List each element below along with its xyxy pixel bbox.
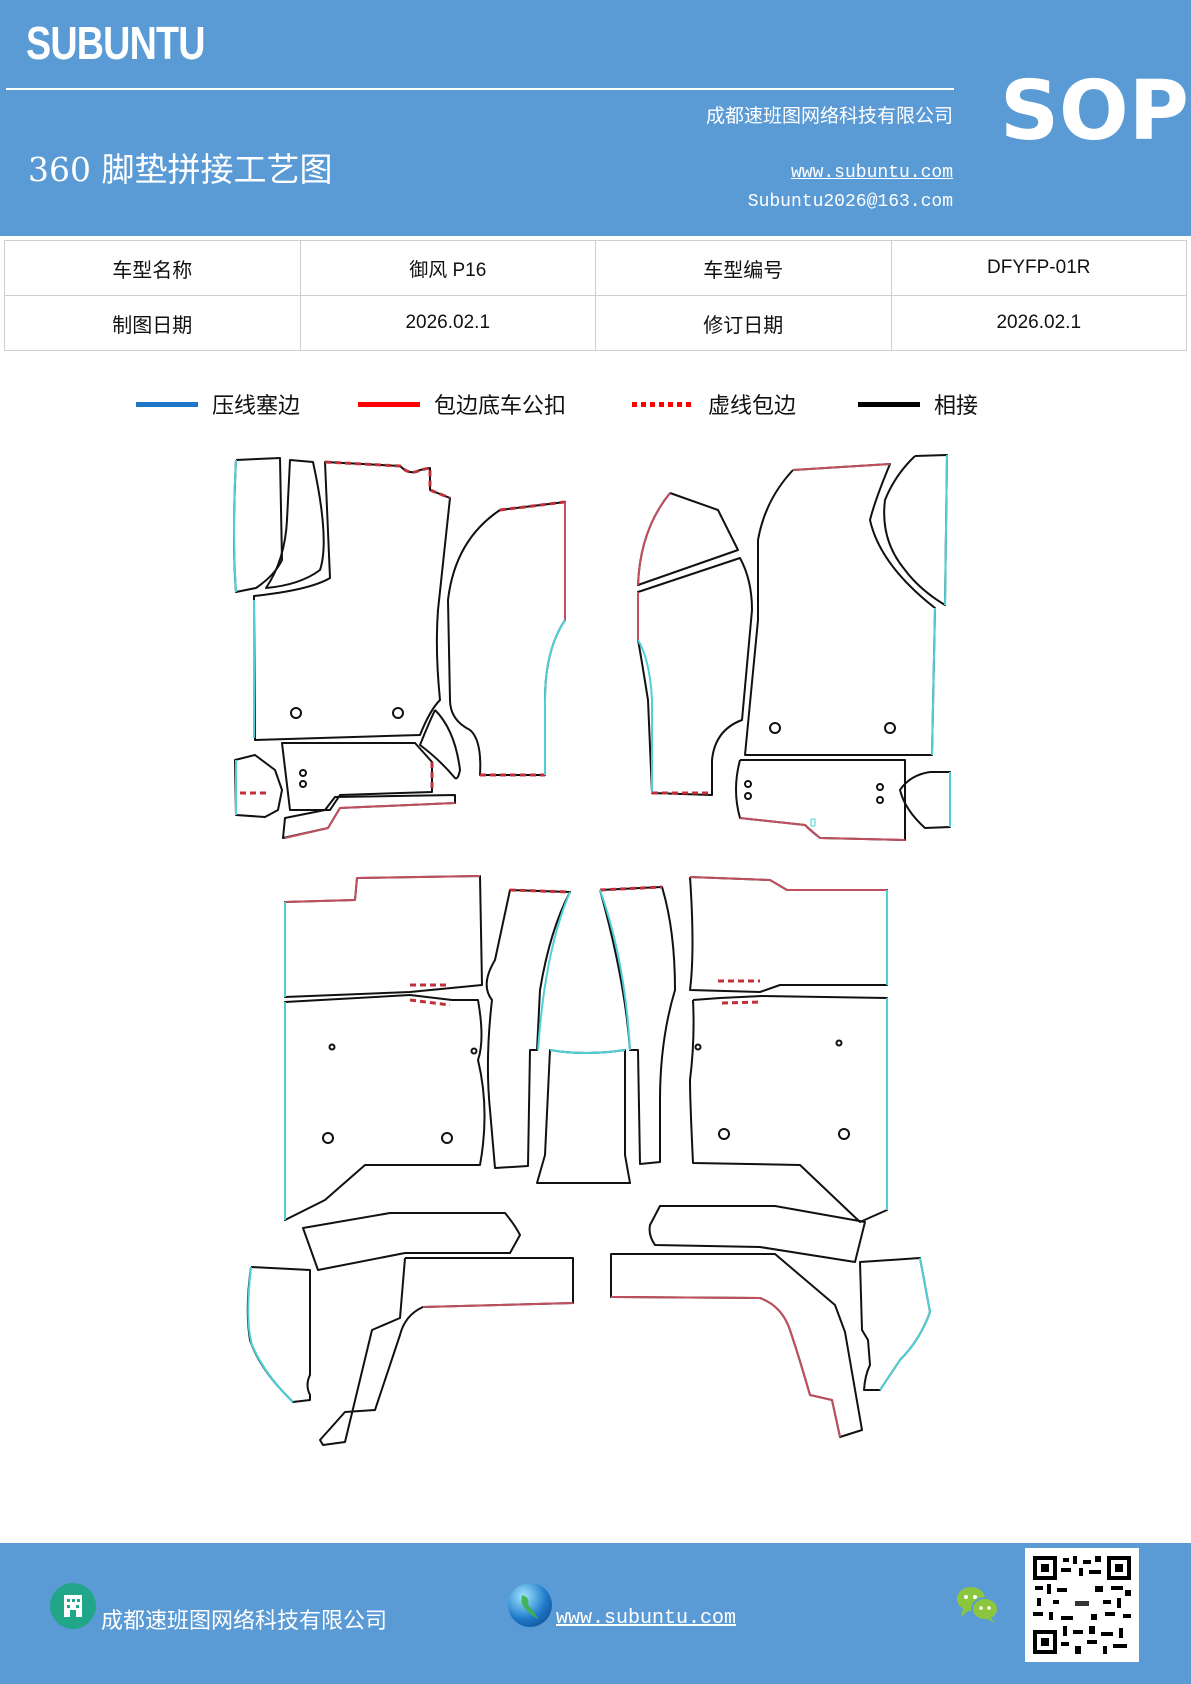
label-model-code: 车型编号	[595, 240, 892, 296]
footer-website-link[interactable]: www.subuntu.com	[556, 1607, 737, 1630]
website-link[interactable]: www.subuntu.com	[790, 163, 953, 183]
legend-swatch-red	[358, 401, 420, 407]
sop-badge: SOP	[1000, 64, 1189, 159]
mat-pattern-diagram	[233, 454, 951, 1446]
legend-item-press-edge: 压线塞边	[136, 388, 300, 420]
value-model-name: 御风 P16	[299, 240, 596, 296]
value-revision-date: 2026.02.1	[890, 295, 1187, 351]
value-draw-date: 2026.02.1	[299, 295, 596, 351]
front-left-pieces	[233, 457, 566, 839]
legend-item-join: 相接	[858, 388, 978, 420]
email-address: Subuntu2026@163.com	[747, 192, 953, 212]
legend-label: 相接	[934, 394, 979, 419]
legend-label: 虚线包边	[708, 394, 797, 419]
globe-icon	[508, 1583, 552, 1627]
legend: 压线塞边 包边底车公扣 虚线包边 相接	[0, 388, 1191, 420]
legend-label: 包边底车公扣	[434, 394, 567, 419]
sill-pieces	[246, 1205, 931, 1446]
label-model-name: 车型名称	[4, 240, 301, 296]
legend-item-wrap-edge: 包边底车公扣	[358, 388, 566, 420]
footer-company-name: 成都速班图网络科技有限公司	[101, 1609, 388, 1634]
brand-logo: SUBUNTU	[26, 17, 205, 69]
company-name: 成都速班图网络科技有限公司	[705, 105, 953, 127]
header-banner: SUBUNTU 360 脚垫拼接工艺图 成都速班图网络科技有限公司 www.su…	[0, 0, 1191, 236]
legend-item-dashed-wrap: 虚线包边	[632, 388, 796, 420]
rear-pieces	[284, 875, 888, 1223]
page-title: 360 脚垫拼接工艺图	[28, 150, 333, 189]
table-row: 车型名称 御风 P16 车型编号 DFYFP-01R	[4, 240, 1187, 296]
label-draw-date: 制图日期	[4, 295, 301, 351]
value-model-code: DFYFP-01R	[890, 240, 1187, 296]
legend-swatch-black	[858, 401, 920, 407]
table-row: 制图日期 2026.02.1 修订日期 2026.02.1	[4, 295, 1187, 351]
label-revision-date: 修订日期	[595, 295, 892, 351]
vehicle-info-table: 车型名称 御风 P16 车型编号 DFYFP-01R 制图日期 2026.02.…	[4, 240, 1187, 351]
legend-label: 压线塞边	[212, 394, 301, 419]
wechat-icon	[955, 1585, 1001, 1625]
legend-swatch-red-dotted	[632, 401, 694, 407]
building-icon	[50, 1583, 96, 1629]
header-divider	[6, 88, 954, 90]
legend-swatch-blue	[136, 401, 198, 407]
qr-code	[1025, 1548, 1139, 1662]
front-right-pieces	[637, 454, 951, 841]
